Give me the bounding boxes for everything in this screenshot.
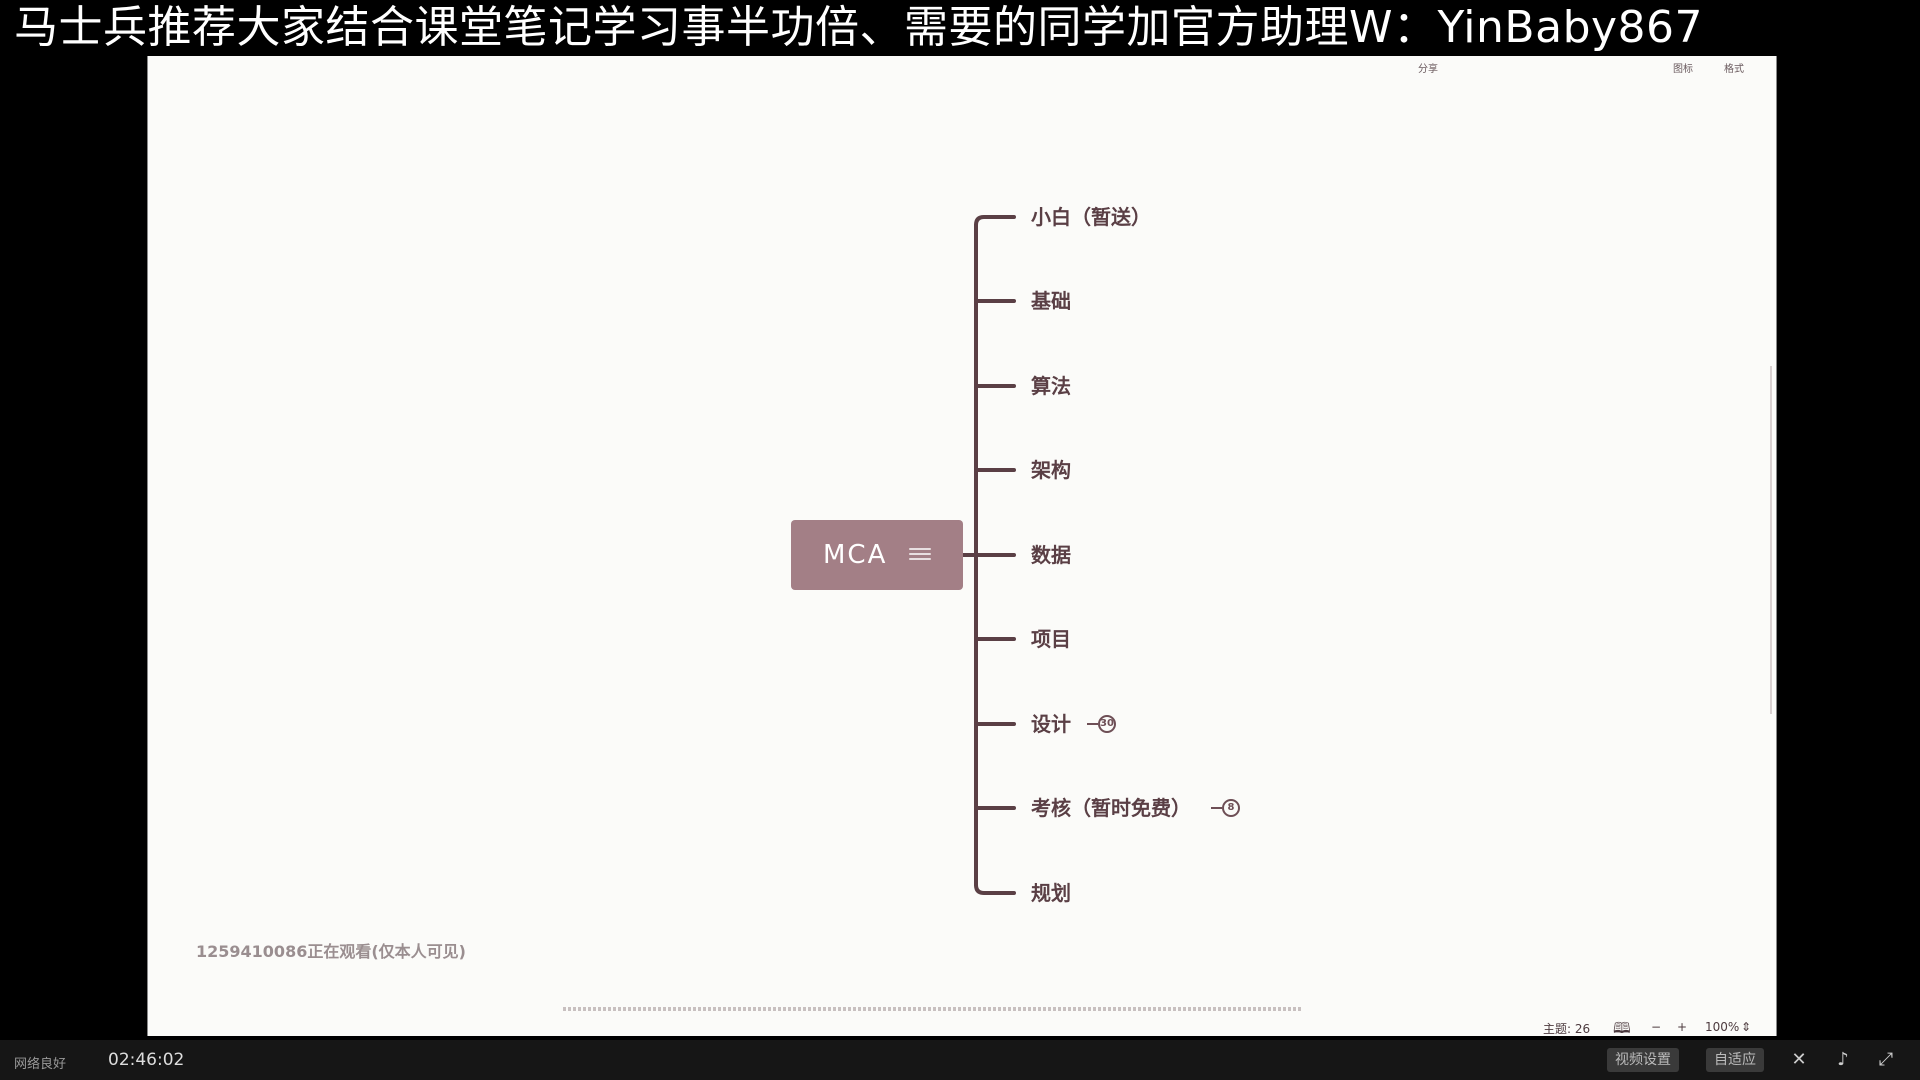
topic-kaohe[interactable]: 考核（暂时免费）: [1031, 796, 1191, 820]
adaptive-quality-button[interactable]: 自适应: [1706, 1048, 1764, 1072]
horizontal-scrollbar[interactable]: [563, 1007, 1303, 1011]
vertical-scrollbar[interactable]: [1770, 366, 1772, 714]
toolbar-share[interactable]: 分享: [1418, 64, 1438, 75]
toolbar-format[interactable]: 格式: [1724, 64, 1744, 75]
fullscreen-icon[interactable]: ⤢: [1878, 1049, 1894, 1070]
elapsed-time: 02:46:02: [108, 1050, 185, 1070]
zoom-stepper-icon[interactable]: ⇕: [1741, 1020, 1752, 1034]
central-topic[interactable]: MCA: [791, 520, 963, 590]
book-icon[interactable]: 🕮: [1613, 1019, 1631, 1036]
video-settings-button[interactable]: 视频设置: [1607, 1048, 1679, 1072]
topic-jiagou[interactable]: 架构: [1031, 458, 1071, 482]
branch-lines: [961, 215, 1016, 895]
mic-mute-icon[interactable]: ✕: [1791, 1049, 1807, 1070]
note-icon[interactable]: [909, 548, 931, 562]
topic-xiangmu[interactable]: 项目: [1031, 627, 1071, 651]
volume-icon[interactable]: ♪: [1837, 1049, 1849, 1070]
topic-shuju[interactable]: 数据: [1031, 543, 1071, 567]
topic-guihua[interactable]: 规划: [1031, 881, 1071, 905]
collapse-badge-icon[interactable]: 8: [1211, 799, 1240, 817]
topic-count: 主题: 26: [1543, 1022, 1591, 1036]
toolbar-icon[interactable]: 图标: [1673, 64, 1693, 75]
topic-suanfa[interactable]: 算法: [1031, 374, 1071, 398]
zoom-in-icon[interactable]: +: [1677, 1020, 1688, 1034]
mindmap-window: 分享 图标 格式 MCA 小白（暂送） 基础 算法 架构 数据 项目 设计 30…: [147, 56, 1777, 1036]
zoom-out-icon[interactable]: −: [1651, 1020, 1662, 1034]
app-toolbar: 分享 图标 格式: [148, 56, 1776, 76]
topic-sheji[interactable]: 设计: [1031, 712, 1071, 736]
collapse-badge-icon[interactable]: 30: [1087, 715, 1116, 733]
viewer-watermark: 1259410086正在观看(仅本人可见): [196, 942, 466, 961]
video-player-bar: 网络良好 02:46:02 视频设置 自适应 ✕ ♪ ⤢: [0, 1040, 1920, 1080]
promo-banner: 马士兵推荐大家结合课堂笔记学习事半功倍、需要的同学加官方助理W：YinBaby8…: [14, 2, 1704, 53]
central-topic-label: MCA: [823, 540, 888, 570]
zoom-level[interactable]: 100%: [1705, 1020, 1740, 1034]
network-status: 网络良好: [14, 1057, 67, 1072]
topic-xiaobai[interactable]: 小白（暂送）: [1031, 205, 1151, 229]
topic-jichu[interactable]: 基础: [1031, 289, 1071, 313]
